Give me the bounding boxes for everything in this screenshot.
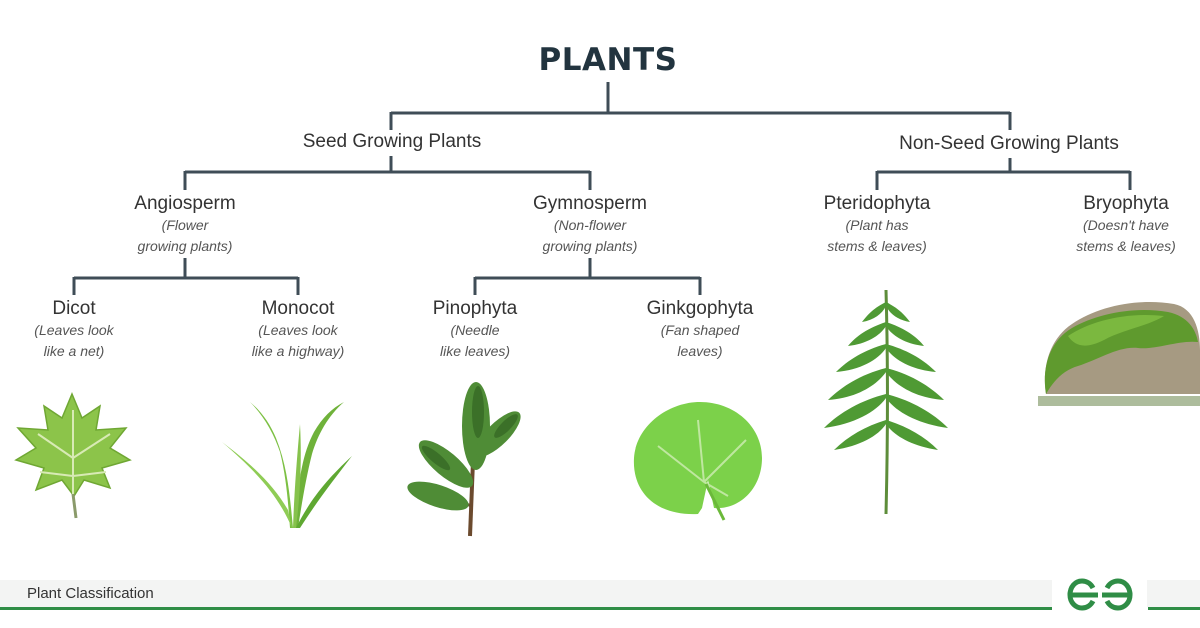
pinophyta-name: Pinophyta [432, 298, 518, 319]
monocot-desc-1: (Leaves look [258, 322, 338, 338]
dicot-name: Dicot [52, 298, 96, 319]
node-dicot: Dicot (Leaves look like a net) [4, 298, 144, 362]
node-monocot: Monocot (Leaves look like a highway) [218, 298, 378, 362]
node-pinophyta: Pinophyta (Needle like leaves) [405, 298, 545, 362]
pinophyta-desc-2: like leaves) [439, 343, 511, 359]
brand-logo [1052, 569, 1147, 619]
dicot-desc-1: (Leaves look [34, 322, 114, 338]
pinophyta-desc-1: (Needle [450, 322, 500, 338]
bryophyta-desc-2: stems & leaves) [1076, 238, 1176, 254]
node-seed-growing-plants: Seed Growing Plants [302, 131, 482, 152]
monocot-desc-2: like a highway) [251, 343, 345, 359]
footer-accent-line-left [0, 607, 1052, 610]
footer-band [0, 580, 1200, 607]
angiosperm-desc-1: (Flower [161, 217, 209, 233]
monocot-name: Monocot [261, 298, 335, 319]
node-pteridophyta: Pteridophyta (Plant has stems & leaves) [777, 193, 977, 257]
footer-accent-line-right [1148, 607, 1200, 610]
ginkgo-leaf-icon [633, 402, 762, 521]
diagram-title: PLANTS [538, 42, 678, 78]
bryophyta-desc-1: (Doesn't have [1083, 217, 1169, 233]
ginkgophyta-name: Ginkgophyta [646, 298, 754, 319]
angiosperm-desc-2: growing plants) [137, 238, 233, 254]
gymnosperm-desc-1: (Non-flower [553, 217, 627, 233]
ginkgophyta-desc-1: (Fan shaped [660, 322, 740, 338]
pteridophyta-desc-2: stems & leaves) [827, 238, 927, 254]
footer-title: Plant Classification [27, 585, 154, 602]
node-angiosperm: Angiosperm (Flower growing plants) [85, 193, 285, 257]
gfg-logo-icon [1067, 578, 1133, 611]
node-ginkgophyta: Ginkgophyta (Fan shaped leaves) [620, 298, 780, 362]
gymnosperm-desc-2: growing plants) [542, 238, 638, 254]
node-non-seed-growing-plants: Non-Seed Growing Plants [899, 133, 1119, 154]
moss-rock-icon [1038, 302, 1200, 406]
pteridophyta-desc-1: (Plant has [845, 217, 909, 233]
bryophyta-name: Bryophyta [1083, 193, 1169, 214]
ginkgophyta-desc-2: leaves) [677, 343, 723, 359]
grass-blade-icon [222, 402, 352, 528]
maple-leaf-icon [14, 392, 132, 519]
angiosperm-name: Angiosperm [134, 193, 236, 214]
node-bryophyta: Bryophyta (Doesn't have stems & leaves) [1052, 193, 1200, 257]
node-gymnosperm: Gymnosperm (Non-flower growing plants) [490, 193, 690, 257]
fern-frond-icon [824, 289, 948, 515]
pine-branch-icon [407, 382, 521, 537]
gymnosperm-name: Gymnosperm [532, 193, 648, 214]
dicot-desc-2: like a net) [43, 343, 105, 359]
pteridophyta-name: Pteridophyta [823, 193, 931, 214]
